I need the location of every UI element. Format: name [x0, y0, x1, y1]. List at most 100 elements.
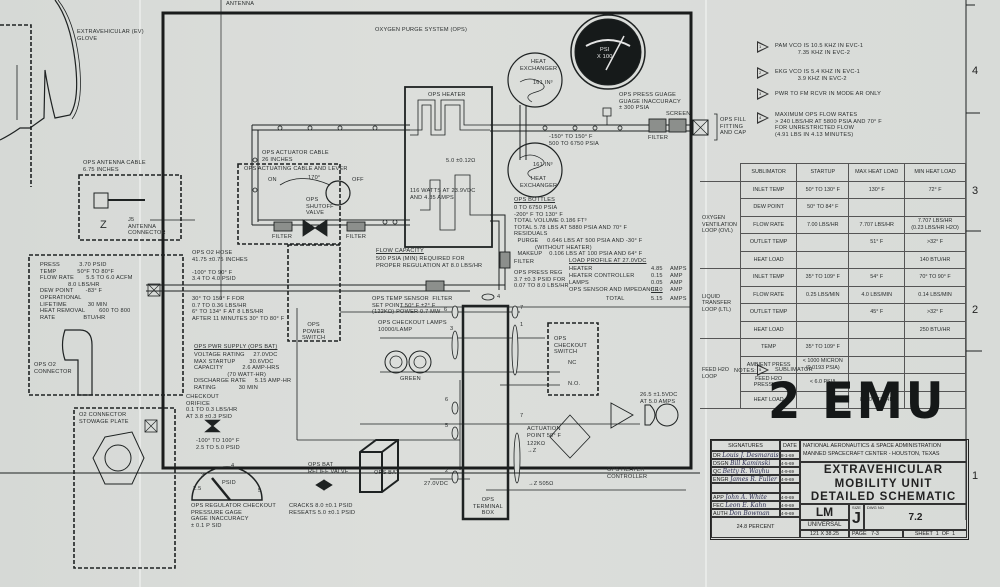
table-cell: [796, 390, 850, 409]
notes-sublimator: SUBLIMATOR: [775, 367, 813, 373]
dwg-no: 7.2: [908, 512, 923, 523]
terminal-box-frame: [461, 304, 510, 521]
filter-label: FILTER: [648, 135, 669, 141]
switch-no: N.O.: [568, 381, 581, 387]
dwg-no-box: DWG NO 7.2: [864, 504, 967, 530]
load-value: 0.15: [651, 273, 663, 279]
checkout-orifice-label: CHECKOUT ORIFICE 0.1 TO 0.3 LBS/HR AT 3.…: [186, 394, 238, 420]
table-cell: >32° F: [904, 233, 966, 252]
signer-row: AUTH Don Bowman: [711, 509, 780, 517]
reg-gauge-label: OPS REGULATOR CHECKOUT PRESSURE GAGE GAG…: [191, 503, 277, 529]
filter-2: [346, 221, 366, 232]
load-item: HEATER: [569, 266, 593, 272]
hose-flow-note: 30° TO 150° F FOR 0.7 TO 0.36 LBS/HR 6° …: [192, 296, 285, 322]
signer-row: ENGR James R. Fuller: [711, 475, 780, 483]
table-cell: 50° TO 84° F: [796, 198, 850, 217]
actuator-cable-label: OPS ACTUATOR CABLE 26 INCHES: [262, 150, 329, 163]
zone-number: 3: [972, 185, 979, 197]
signer-role: ENGR: [713, 477, 729, 483]
heater-controller-label: OPS HEATER CONTROLLER: [607, 467, 648, 480]
table-cell: TEMP: [739, 338, 798, 357]
line-temp-press: -150° TO 150° F 500 TO 6750 PSIA: [549, 134, 599, 147]
note-number: 5: [759, 367, 762, 372]
table-cell: 7.00 LBS/HR: [796, 215, 850, 234]
table-cell: 130° F: [848, 180, 906, 199]
sheet-size-box: SIZE J: [849, 504, 864, 530]
pwr-supply-title: OPS PWR SUPPLY (OPS BAT): [194, 344, 278, 350]
load-value: 0.05: [651, 280, 663, 286]
table-cell: [904, 198, 966, 217]
signer-role: FEC: [713, 503, 724, 509]
terminal-number: 5: [445, 423, 449, 429]
temp-sensor-label: OPS TEMP SENSOR FILTER SET POINT 50° F ±…: [372, 296, 453, 316]
table-cell: 4.0 LBS/MIN: [848, 285, 906, 304]
reg-gauge-mid: 3: [201, 473, 205, 479]
signer-date: 4-5-69: [780, 459, 800, 467]
zone-number: 4: [972, 65, 979, 77]
load-item: HEATER CONTROLLER: [569, 273, 635, 279]
group-label: OXYGEN VENTILATION LOOP (OVL): [700, 180, 741, 269]
power-switch-label[interactable]: OPS POWER SWITCH: [302, 322, 326, 342]
table-cell: 140 BTU/HR: [904, 250, 966, 269]
load-total-unit: AMPS: [670, 296, 687, 302]
table-cell: HEAT LOAD: [739, 320, 798, 339]
relief-valve-label: OPS BAT RELIEF VALVE: [308, 462, 349, 475]
note-text: PWR TO FM RCVR IN MODE AR ONLY: [775, 91, 882, 97]
lever-off: OFF: [352, 177, 364, 183]
signer-date: 4-9-69: [780, 493, 800, 501]
pwr-supply-specs: VOLTAGE RATING 27.0VDC MAX STARTUP 30.6V…: [194, 352, 292, 391]
terminal-number: 4: [497, 294, 501, 300]
table-cell: [848, 338, 906, 357]
signer-row-empty: [711, 483, 780, 493]
note-triangle-icon: [757, 67, 769, 79]
table-cell: 50° TO 130° F: [796, 180, 850, 199]
filter-5: [425, 280, 445, 292]
lever-on: ON: [268, 177, 277, 183]
filter-4: [499, 251, 511, 269]
column-header: SUBLIMATOR: [739, 163, 798, 182]
table-cell: [904, 338, 966, 357]
table-cell: 35° TO 109° F: [796, 268, 850, 287]
signer-role: DSGN: [713, 461, 729, 467]
table-cell: FLOW RATE: [739, 215, 798, 234]
actuation-point: ACTUATION POINT 50° F: [527, 426, 562, 439]
table-cell: 7.707 LBS/HR: [848, 215, 906, 234]
scale-percent: 24.8 PERCENT: [711, 517, 800, 538]
screen-label: SCREEN: [666, 111, 691, 117]
effectivity: UNIVERSAL: [800, 520, 849, 530]
heater-power: 116 WATTS AT 23.9VDC AND 4.85 AMPS: [410, 188, 476, 201]
terminal-number: 6: [444, 307, 448, 313]
group-label: LIQUID TRANSFER LOOP (LTL): [700, 268, 741, 339]
table-cell: 250 BTU/HR: [904, 320, 966, 339]
table-cell: 7.707 LBS/HR (0.23 LBS/HR H2O): [904, 215, 966, 234]
signer-date: 4-9-69: [780, 467, 800, 475]
glove-outline: [0, 0, 78, 141]
table-cell: [796, 233, 850, 252]
stowage-plate-label: O2 CONNECTOR STOWAGE PLATE: [79, 412, 129, 425]
load-unit: AMP: [670, 273, 683, 279]
antenna-z-symbol: Z: [100, 219, 107, 231]
bottle-volume-upper: 161 IN³: [533, 80, 553, 86]
checkout-switch-label[interactable]: OPS CHECKOUT SWITCH: [554, 336, 587, 356]
note-triangle-icon: [757, 112, 769, 124]
table-row: HEAT LOAD 250 BTU/HR: [700, 320, 966, 339]
table-cell: 72° F: [904, 180, 966, 199]
load-total-value: 5.15: [651, 296, 663, 302]
signer-role: AUTH: [713, 511, 728, 517]
ops-heater-label: OPS HEATER: [428, 92, 466, 98]
load-item: OPS SENSOR AND IMPEDANCE: [569, 287, 659, 293]
filter-label: FILTER: [346, 234, 367, 240]
reg-gauge-max: 5: [258, 488, 262, 494]
page-number: PAGE 7-3: [849, 530, 903, 538]
shutoff-valve-label: OPS SHUTOFF VALVE: [306, 197, 334, 217]
table-cell: OUTLET TEMP: [739, 233, 798, 252]
signer-role: DR: [713, 453, 721, 459]
signature: John A. White: [725, 494, 767, 501]
flow-capacity-text: 500 PSIA (MIN) REQUIRED FOR PROPER REGUL…: [376, 256, 483, 269]
signer-row: DSGN Bill Kaminski: [711, 459, 780, 467]
bottles-specs: 0 TO 6750 PSIA -200° F TO 130° F TOTAL V…: [514, 205, 643, 258]
